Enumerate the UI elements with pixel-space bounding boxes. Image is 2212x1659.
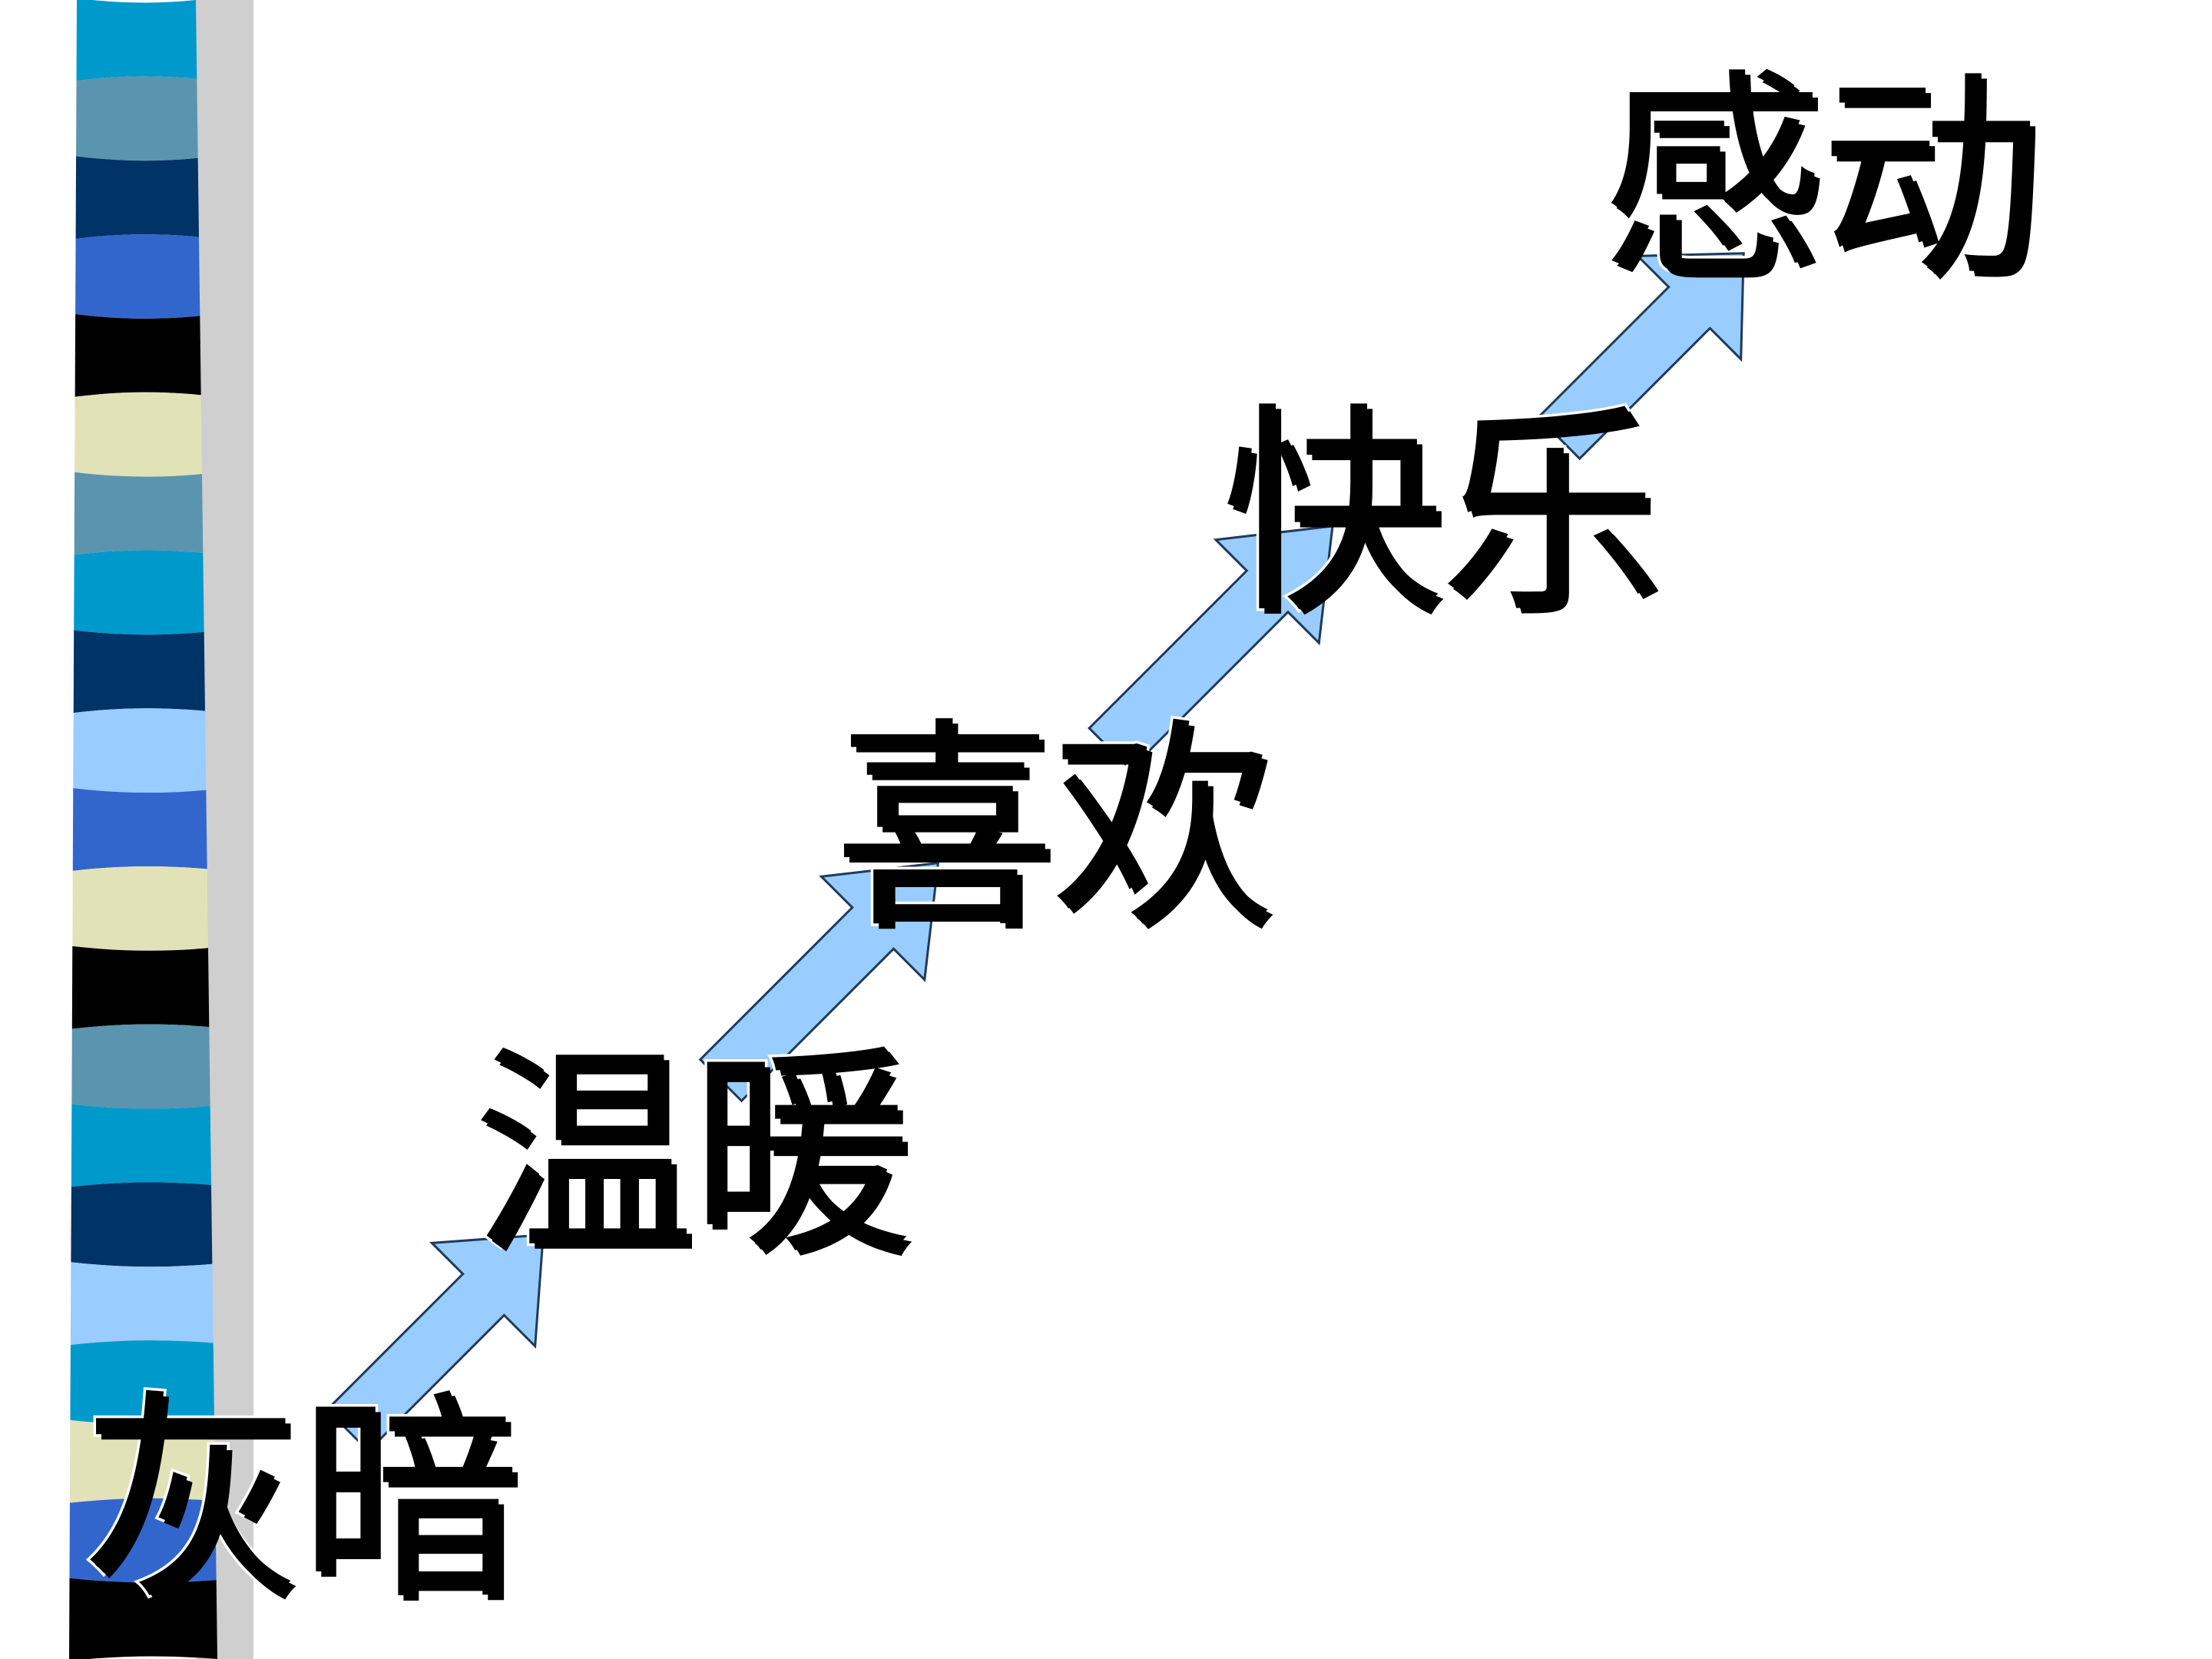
- arrow-icon-1: [325, 1233, 545, 1453]
- step-label-4: 快乐: [1219, 385, 1665, 644]
- stripe-segment: [71, 945, 210, 1029]
- arrow-icon-4: [1536, 252, 1745, 461]
- stripe-segment: [76, 0, 197, 81]
- stripe-segment: [73, 630, 205, 714]
- decorative-stripe-bar: [69, 0, 253, 1659]
- arrow-2-shape: [698, 861, 940, 1103]
- step-label-3: 喜欢: [831, 700, 1277, 959]
- stripe-segment: [72, 788, 207, 871]
- stripe-segment: [75, 234, 200, 319]
- stripe-segment: [74, 550, 204, 635]
- stripe-segment: [69, 1498, 217, 1583]
- stripe-segment: [75, 314, 201, 397]
- stripe-segment: [74, 472, 204, 555]
- arrow-3-shape: [1088, 525, 1334, 771]
- arrow-4-shape: [1536, 252, 1745, 461]
- stripe-segment: [71, 1182, 213, 1267]
- step-label-2: 温暖: [470, 1026, 916, 1285]
- stripe-segment: [73, 708, 207, 793]
- stripe-segment: [70, 1262, 214, 1345]
- stripe-segment: [72, 866, 209, 951]
- stripe-segment: [76, 76, 198, 161]
- arrow-icon-2: [698, 861, 940, 1103]
- step-label-1: 灰暗: [78, 1372, 525, 1631]
- stripe-segment: [75, 156, 199, 239]
- step-label-5: 感动: [1599, 51, 2045, 310]
- arrow-1-shape: [325, 1233, 545, 1453]
- stripe-segment: [71, 1024, 210, 1109]
- stripe-segment: [69, 1420, 216, 1503]
- stripe-segment: [75, 392, 203, 477]
- stripe-segment: [69, 1578, 217, 1659]
- arrow-icon-3: [1088, 525, 1334, 771]
- stripe-segment: [71, 1104, 211, 1187]
- stripe-segment: [70, 1340, 214, 1425]
